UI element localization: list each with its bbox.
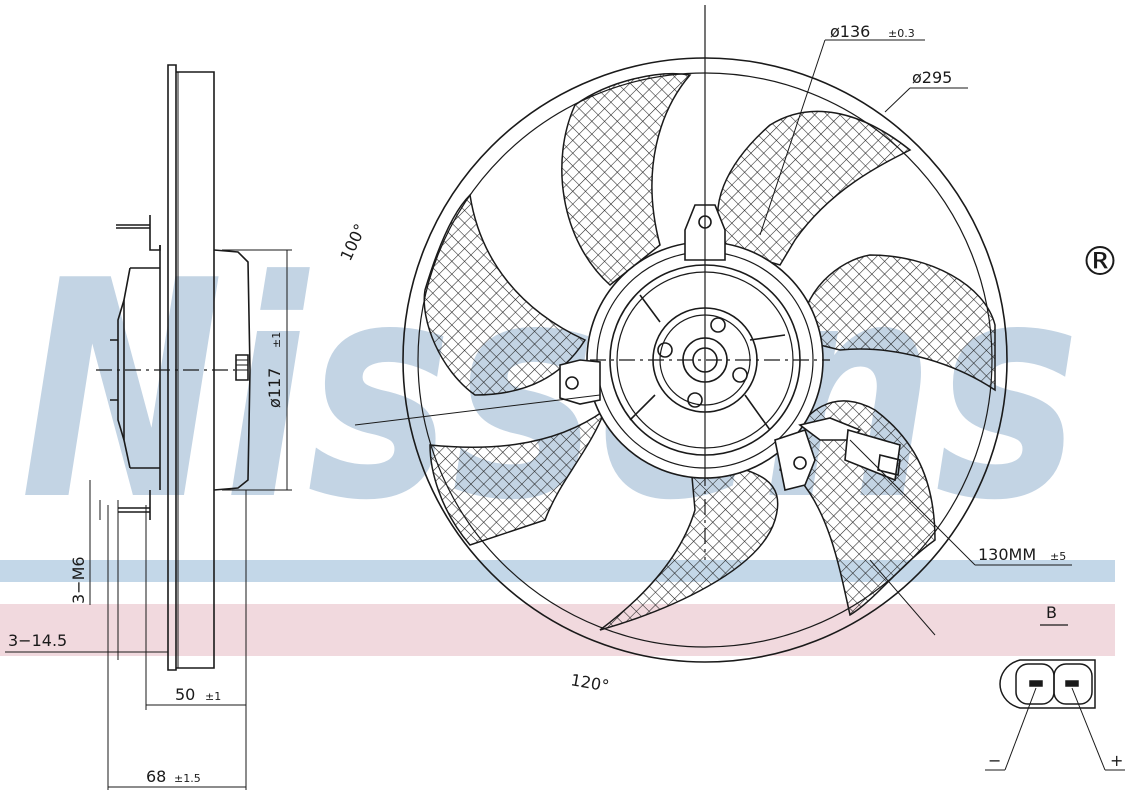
motor-diameter-tol: ±1 [270, 332, 283, 348]
fan-diameter-label: ø295 [912, 68, 952, 87]
motor-diameter-label: ø117 [265, 368, 284, 408]
depth-tol: ±1 [205, 690, 221, 703]
angle-bottom-label: 120° [569, 670, 610, 695]
connector-view [985, 624, 1125, 771]
fan-blade [561, 73, 692, 286]
thread-label: 3−M6 [69, 556, 88, 604]
fan-blade [717, 110, 912, 266]
watermark-registered-mark: ® [1080, 239, 1120, 285]
side-view [5, 64, 292, 790]
front-view [354, 5, 1072, 663]
hub-diameter-tol: ±0.3 [888, 27, 915, 40]
depth-label: 50 [175, 685, 195, 704]
fan-blade [423, 193, 587, 396]
connector-plus-label: + [1110, 751, 1123, 770]
fan-blade [599, 453, 779, 631]
total-depth-tol: ±1.5 [174, 772, 201, 785]
cable-length-tol: ±5 [1050, 550, 1066, 563]
mount-depth-label: 3−14.5 [8, 631, 67, 650]
hub-diameter-label: ø136 [830, 22, 870, 41]
fan-blades [423, 73, 996, 631]
watermark-band-blue [0, 560, 1115, 582]
connector-minus-label: − [988, 751, 1001, 770]
cable-length-label: 130MM [978, 545, 1036, 564]
fan-blade [429, 407, 607, 546]
total-depth-label: 68 [146, 767, 166, 786]
connector-view-label: B [1046, 603, 1057, 622]
watermark-band-red [0, 604, 1115, 656]
fan-blade [799, 254, 996, 392]
